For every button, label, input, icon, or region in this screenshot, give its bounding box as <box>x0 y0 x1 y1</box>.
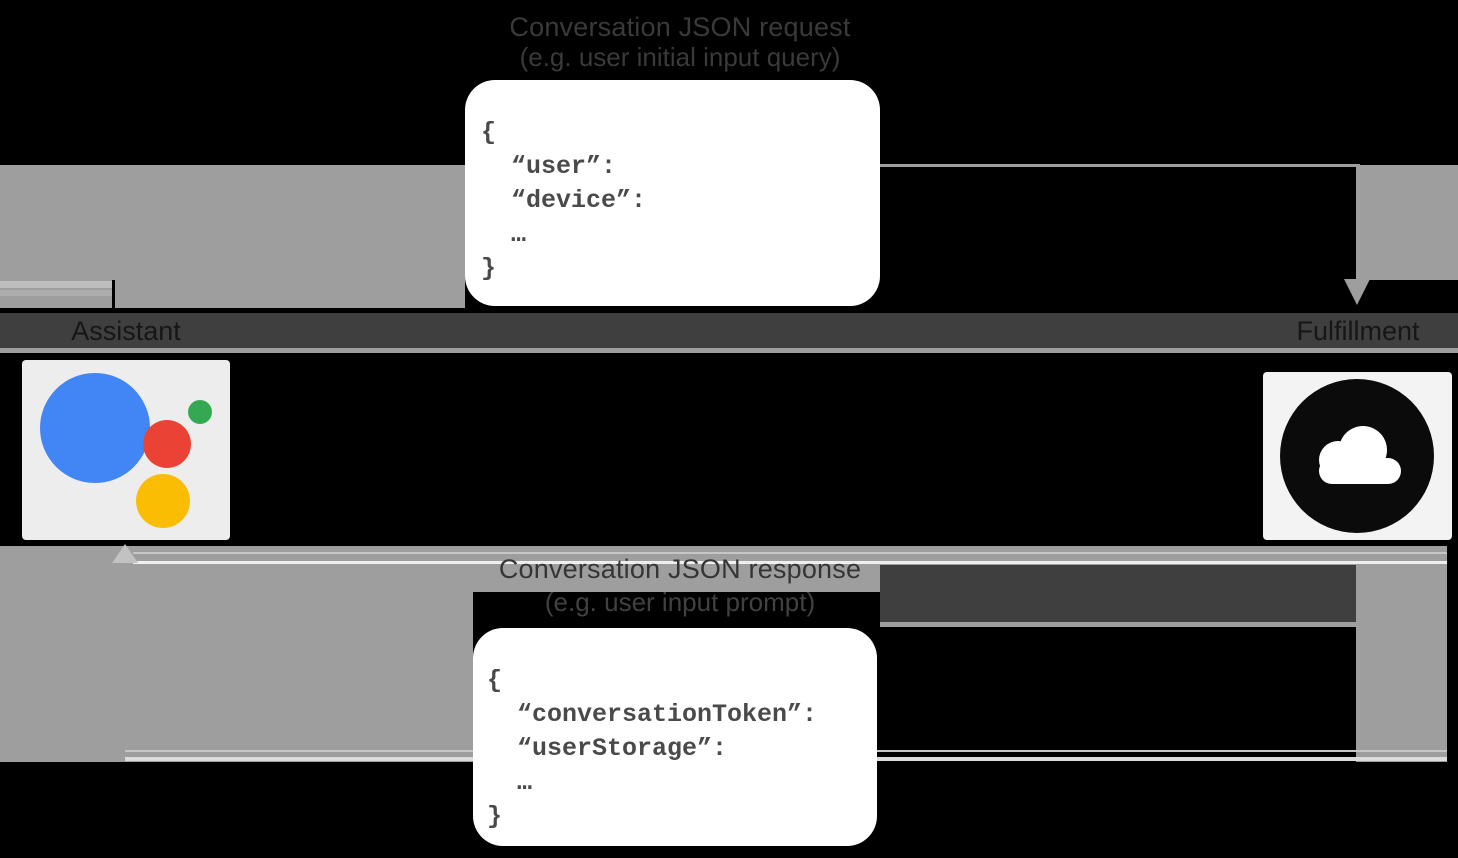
request-arrow-stripe <box>0 281 112 288</box>
response-arrow-block-left <box>0 546 473 762</box>
fulfillment-card <box>1263 372 1452 540</box>
response-title: Conversation JSON response <box>498 554 862 584</box>
assistant-blue-circle <box>40 373 150 483</box>
code-line: } <box>487 802 503 831</box>
assistant-red-circle <box>143 420 191 468</box>
google-assistant-logo-icon <box>40 373 212 528</box>
response-arrow-dark-strip <box>880 565 1356 623</box>
request-arrow-column <box>1356 165 1458 280</box>
response-arrowhead-up-icon <box>112 544 138 563</box>
fulfillment-label: Fulfillment <box>1296 316 1420 346</box>
code-line: “user”: <box>481 152 617 181</box>
response-arrow-line <box>133 561 1447 564</box>
response-arrow-line <box>133 552 1447 554</box>
cloud-icon <box>1280 379 1434 533</box>
response-arrow-column <box>1356 547 1447 762</box>
request-subtitle: (e.g. user initial input query) <box>519 42 841 72</box>
request-arrow-notch <box>112 280 115 308</box>
assistant-label: Assistant <box>71 316 181 346</box>
request-title: Conversation JSON request <box>509 12 851 42</box>
request-label-block: Conversation JSON request (e.g. user ini… <box>380 12 980 72</box>
request-arrow-line <box>465 164 1360 167</box>
code-line: } <box>481 254 497 283</box>
code-line: “device”: <box>481 186 647 215</box>
code-line: “userStorage”: <box>487 734 728 763</box>
assistant-green-dot <box>188 400 212 424</box>
assistant-yellow-circle <box>136 474 190 528</box>
response-arrow-line <box>880 622 1356 627</box>
response-json-box: { “conversationToken”: “userStorage”: … … <box>473 628 877 846</box>
code-line: “conversationToken”: <box>487 700 818 729</box>
request-arrow-stripe <box>0 290 112 296</box>
code-line: { <box>487 666 503 695</box>
cloud-shape <box>1319 458 1401 484</box>
response-label-block: Conversation JSON response (e.g. user in… <box>380 554 980 617</box>
request-arrowhead-down-icon <box>1344 279 1370 305</box>
code-line: … <box>481 220 527 249</box>
code-line: … <box>487 768 533 797</box>
code-line: { <box>481 118 497 147</box>
assistant-card <box>22 360 230 540</box>
response-subtitle: (e.g. user input prompt) <box>544 587 816 617</box>
request-json-box: { “user”: “device”: … } <box>465 80 880 306</box>
actor-band-underline <box>0 348 1458 353</box>
actor-label-band <box>0 313 1458 348</box>
